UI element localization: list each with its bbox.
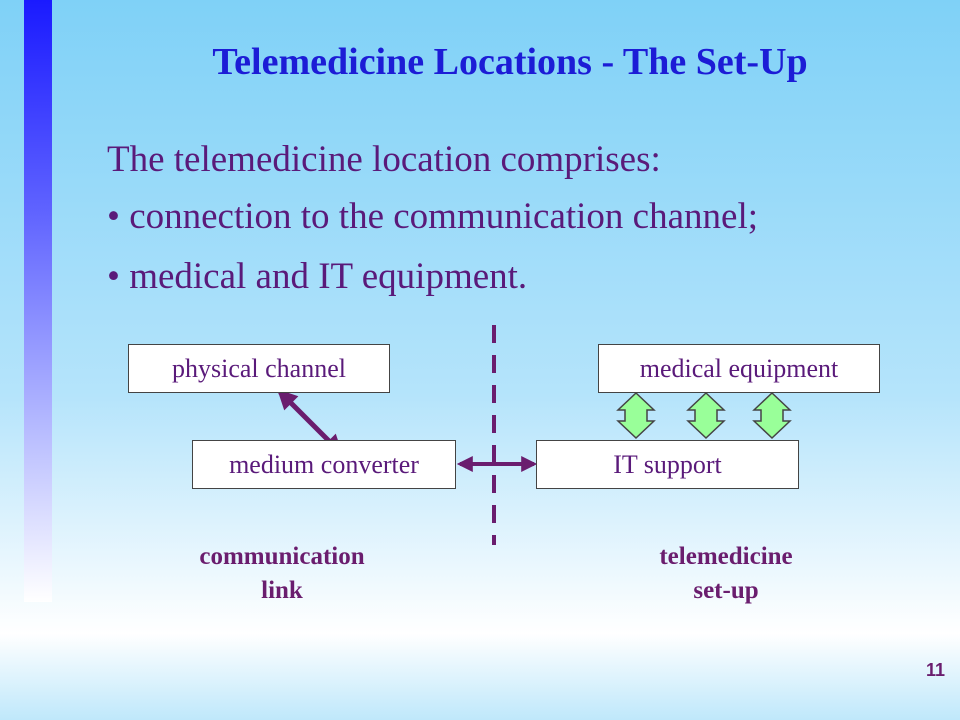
- box-it-support: IT support: [536, 440, 799, 489]
- box-physical-channel: physical channel: [128, 344, 390, 393]
- box-medium-converter: medium converter: [192, 440, 456, 489]
- slide-title: Telemedicine Locations - The Set-Up: [212, 41, 808, 83]
- decorative-side-bar: [24, 0, 52, 602]
- caption-telemedicine-setup-line2: set-up: [693, 577, 759, 604]
- caption-telemedicine-setup: telemedicine set-up: [596, 540, 856, 608]
- box-medical-equipment: medical equipment: [598, 344, 880, 393]
- green-double-arrow-3: [752, 391, 792, 440]
- green-double-arrow-2: [686, 391, 726, 440]
- caption-communication-link-line2: link: [261, 577, 303, 604]
- bullet-medical-it-equipment: • medical and IT equipment.: [107, 256, 528, 297]
- caption-telemedicine-setup-line1: telemedicine: [659, 543, 793, 570]
- caption-communication-link-line1: communication: [199, 543, 365, 570]
- page-number: 11: [926, 660, 946, 680]
- intro-text: The telemedicine location comprises:: [107, 139, 661, 180]
- caption-communication-link: communication link: [152, 540, 412, 608]
- bullet-communication-channel: • connection to the communication channe…: [107, 196, 759, 237]
- green-double-arrow-1: [616, 391, 656, 440]
